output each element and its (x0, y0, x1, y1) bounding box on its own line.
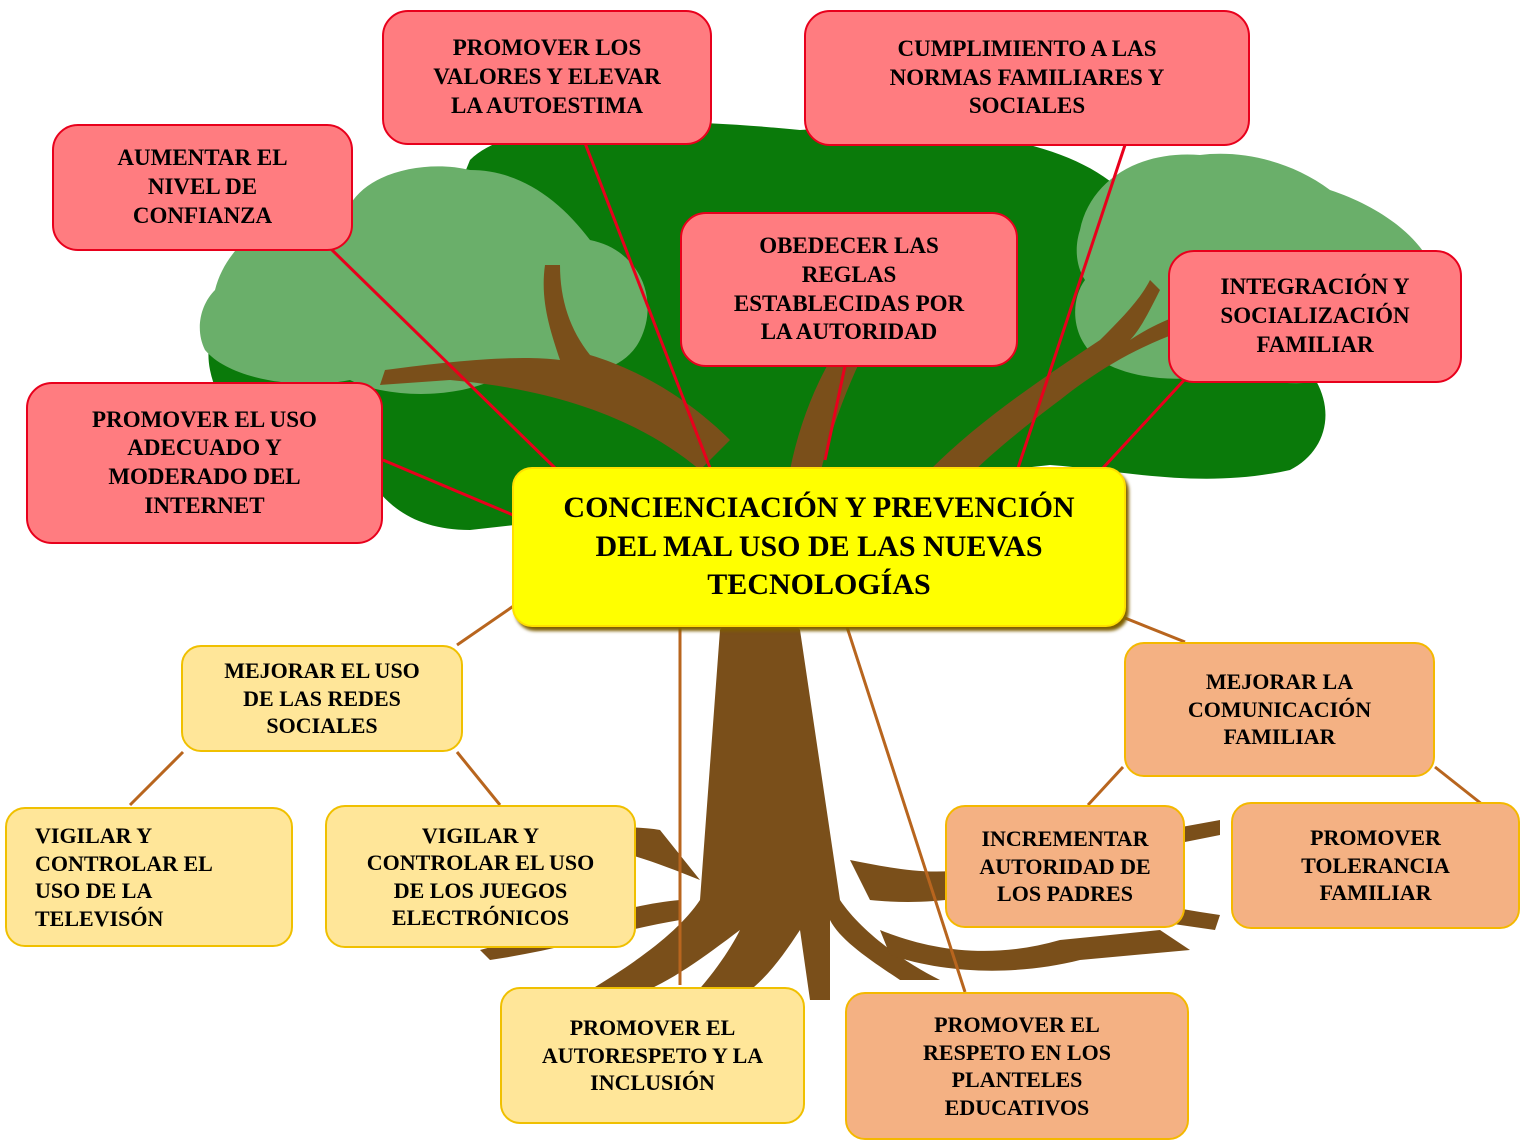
box-promover-valores-text: PROMOVER LOS VALORES Y ELEVAR LA AUTOEST… (433, 35, 661, 118)
connector-respeto (845, 626, 967, 993)
connector-valores (583, 142, 712, 469)
central-topic-text: CONCIENCIACIÓN Y PREVENCIÓN DEL MAL USO … (563, 491, 1075, 602)
box-promover-valores: PROMOVER LOS VALORES Y ELEVAR LA AUTOEST… (382, 10, 712, 145)
connector-aumentar (328, 246, 557, 470)
connector-tolerancia (1434, 765, 1484, 807)
root-right-lower (880, 930, 1190, 971)
box-comunicacion-familiar-text: MEJORAR LA COMUNICACIÓN FAMILIAR (1187, 669, 1372, 750)
connector-autoridad (1086, 765, 1125, 807)
box-tolerancia-familiar-text: PROMOVER TOLERANCIA FAMILIAR (1301, 825, 1450, 906)
connector-redes (456, 603, 516, 647)
connector-internet (382, 458, 514, 517)
trunk-main (590, 607, 940, 1010)
box-autorespeto-text: PROMOVER EL AUTORESPETO Y LA INCLUSIÓN (541, 1015, 764, 1096)
box-integracion-familiar: INTEGRACIÓN Y SOCIALIZACIÓN FAMILIAR (1168, 250, 1462, 383)
connector-television (128, 750, 185, 807)
box-respeto-planteles: PROMOVER EL RESPETO EN LOS PLANTELES EDU… (845, 992, 1189, 1140)
box-tolerancia-familiar: PROMOVER TOLERANCIA FAMILIAR (1231, 802, 1520, 929)
box-cumplimiento-normas: CUMPLIMIENTO A LAS NORMAS FAMILIARES Y S… (804, 10, 1250, 146)
box-redes-sociales: MEJORAR EL USO DE LAS REDES SOCIALES (181, 645, 463, 752)
box-uso-internet-text: PROMOVER EL USO ADECUADO Y MODERADO DEL … (92, 406, 317, 518)
box-autoridad-padres-text: INCREMENTAR AUTORIDAD DE LOS PADRES (979, 826, 1151, 907)
connector-cumplimiento (1016, 144, 1127, 469)
brown-connectors (128, 603, 1484, 993)
box-uso-internet: PROMOVER EL USO ADECUADO Y MODERADO DEL … (26, 382, 383, 544)
red-connectors (328, 142, 1189, 517)
box-obedecer-reglas-text: OBEDECER LAS REGLAS ESTABLECIDAS POR LA … (733, 233, 965, 345)
connector-integracion (1101, 375, 1189, 470)
box-respeto-planteles-text: PROMOVER EL RESPETO EN LOS PLANTELES EDU… (923, 1012, 1111, 1120)
branch-left (380, 265, 730, 470)
connector-juegos (455, 751, 502, 806)
box-juegos-electronicos-text: VIGILAR Y CONTROLAR EL USO DE LOS JUEGOS… (366, 822, 595, 931)
box-juegos-electronicos: VIGILAR Y CONTROLAR EL USO DE LOS JUEGOS… (325, 805, 636, 948)
box-television: VIGILAR Y CONTROLAR EL USO DE LA TELEVIS… (5, 807, 293, 947)
box-aumentar-confianza-text: AUMENTAR EL NIVEL DE CONFIANZA (117, 145, 288, 228)
connector-obedecer (823, 365, 847, 461)
box-comunicacion-familiar: MEJORAR LA COMUNICACIÓN FAMILIAR (1124, 642, 1435, 777)
box-television-text: VIGILAR Y CONTROLAR EL USO DE LA TELEVIS… (35, 823, 213, 931)
box-redes-sociales-text: MEJORAR EL USO DE LAS REDES SOCIALES (224, 658, 420, 739)
central-topic: CONCIENCIACIÓN Y PREVENCIÓN DEL MAL USO … (512, 467, 1126, 627)
box-obedecer-reglas: OBEDECER LAS REGLAS ESTABLECIDAS POR LA … (680, 212, 1018, 367)
box-cumplimiento-normas-text: CUMPLIMIENTO A LAS NORMAS FAMILIARES Y S… (889, 35, 1165, 119)
box-aumentar-confianza: AUMENTAR EL NIVEL DE CONFIANZA (52, 124, 353, 251)
connector-comunicacion (1124, 616, 1186, 644)
box-integracion-familiar-text: INTEGRACIÓN Y SOCIALIZACIÓN FAMILIAR (1220, 274, 1410, 357)
branch-right (930, 280, 1220, 475)
box-autorespeto: PROMOVER EL AUTORESPETO Y LA INCLUSIÓN (500, 987, 805, 1124)
box-autoridad-padres: INCREMENTAR AUTORIDAD DE LOS PADRES (945, 805, 1185, 928)
